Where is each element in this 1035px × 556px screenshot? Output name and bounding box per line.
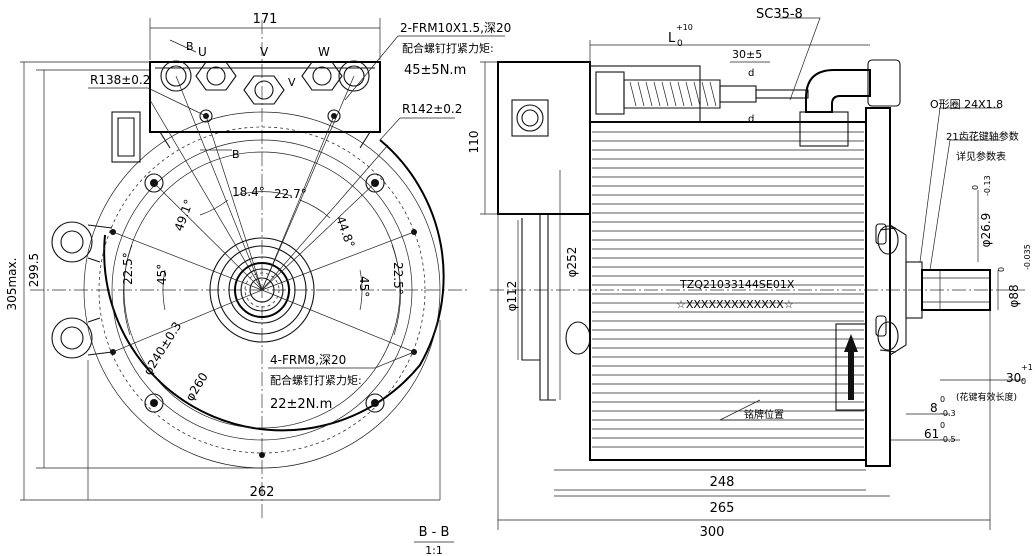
dim-300: 300 <box>700 525 725 540</box>
angle-44-8: 44.8° <box>333 214 357 250</box>
terminal-box <box>149 61 381 133</box>
thread-top: 2-FRM10X1.5,深20 <box>400 21 511 35</box>
dim-171: 171 <box>253 12 278 27</box>
model-code: TZQ21033144SE01X <box>679 278 795 291</box>
dia-26-9: φ26.9 <box>979 213 993 248</box>
spline-shaft <box>921 269 991 311</box>
dim-305: 305max. <box>5 258 19 311</box>
signal-connector <box>111 111 141 163</box>
dim-110: 110 <box>467 131 481 154</box>
dia-26-9-tol-top: 0 <box>971 185 980 190</box>
dia-88: φ88 <box>1007 284 1021 307</box>
angle-rays <box>112 75 415 353</box>
terminal-hole-left <box>160 60 192 92</box>
angle-22-7: 22.7° <box>274 187 307 201</box>
dim-30-tol-top: +1 <box>1021 363 1033 372</box>
dim-262: 262 <box>250 485 275 500</box>
angle-49-1: 49.1° <box>172 197 196 233</box>
dim-l0-sub: 0 <box>677 39 683 49</box>
connector-label: SC35-8 <box>756 7 803 22</box>
torque-note-top: 配合螺钉打紧力矩: <box>402 41 494 55</box>
dia-112: φ112 <box>505 281 519 312</box>
dia-88-tol-top: 0 <box>997 267 1006 272</box>
dim-30-5: 30±5 <box>732 48 762 61</box>
phase-v-inner-label: V <box>288 76 296 89</box>
terminal-v <box>243 75 285 105</box>
dim-8-tol-bottom: -0.3 <box>940 409 956 418</box>
lifting-eye-lower <box>51 317 93 359</box>
center-hub <box>209 237 315 343</box>
dim-l0: L <box>668 31 676 46</box>
dim-265: 265 <box>710 501 735 516</box>
bolt-circle-240 <box>98 126 426 454</box>
torque-note-bottom: 配合螺钉打紧力矩: <box>270 373 362 387</box>
spline-note-2: 详见参数表 <box>956 150 1006 163</box>
dim-299-5: 299.5 <box>27 253 41 287</box>
section-label: B - B <box>419 525 450 540</box>
cooling-fins <box>592 131 864 448</box>
angle-45-right: 45° <box>357 276 371 297</box>
dia-240: φ240±0.3 <box>141 319 185 377</box>
cable-gland <box>595 71 809 115</box>
spline-note-1: 21齿花键轴参数 <box>946 130 1019 143</box>
dim-61-tol-top: 0 <box>940 421 945 430</box>
oring-label: O形圈 24X1.8 <box>930 98 1003 111</box>
dia-252: φ252 <box>565 247 579 278</box>
front-flange <box>865 107 891 467</box>
serial-number: ☆XXXXXXXXXXXXX☆ <box>676 298 794 311</box>
angle-22-5-right: 22.5° <box>391 262 405 295</box>
cable-lug <box>755 89 809 99</box>
signal-connector-side <box>511 99 549 137</box>
elbow-fitting <box>799 59 901 147</box>
dim-8-tol-top: 0 <box>940 395 945 404</box>
front-view <box>20 18 505 520</box>
dim-30: 30 <box>1006 371 1021 385</box>
phase-v-label: V <box>260 45 269 59</box>
side-view <box>480 17 1025 530</box>
dim-248: 248 <box>710 475 735 490</box>
dim-l0-tol: +10 <box>676 23 693 32</box>
nameplate-note: 铭牌位置 <box>744 408 784 421</box>
radius-142: R142±0.2 <box>402 102 462 116</box>
section-mark: B <box>232 148 240 161</box>
bolt-holes <box>110 109 417 458</box>
section-mark-top: B <box>186 40 194 53</box>
angle-18-4: 18.4° <box>232 185 265 199</box>
lifting-eye-upper <box>51 221 93 263</box>
rear-cover <box>497 61 591 215</box>
stator-body <box>589 121 867 461</box>
phase-w-label: W <box>318 45 330 59</box>
rotation-arrow-box <box>835 323 867 411</box>
dia-26-9-tol-bottom: -0.13 <box>983 175 992 196</box>
terminal-w <box>301 61 343 91</box>
thread-bottom: 4-FRM8,深20 <box>270 353 346 367</box>
spline-length-note: (花键有效长度) <box>956 391 1017 403</box>
phase-u-label: U <box>198 45 207 59</box>
dia-88-tol-bottom: -0.035 <box>1023 244 1032 270</box>
torque-value-top: 45±5N.m <box>404 63 466 78</box>
mark-d1: d <box>748 68 754 79</box>
dim-61: 61 <box>924 427 939 441</box>
section-scale: 1:1 <box>425 544 443 556</box>
dia-260: φ260 <box>183 370 211 404</box>
mark-d2: d <box>748 114 754 125</box>
angle-22-5-left: 22.5° <box>121 252 135 285</box>
dim-30-tol-bottom: 0 <box>1021 377 1026 386</box>
terminal-hole-right <box>338 60 370 92</box>
angle-45-left: 45° <box>155 264 169 285</box>
torque-value-bottom: 22±2N.m <box>270 397 332 412</box>
terminal-u <box>195 61 237 91</box>
dim-61-tol-bottom: -0.5 <box>940 435 956 444</box>
radius-138: R138±0.2 <box>90 73 150 87</box>
rotation-arrow <box>844 334 858 400</box>
dim-8: 8 <box>930 401 938 415</box>
